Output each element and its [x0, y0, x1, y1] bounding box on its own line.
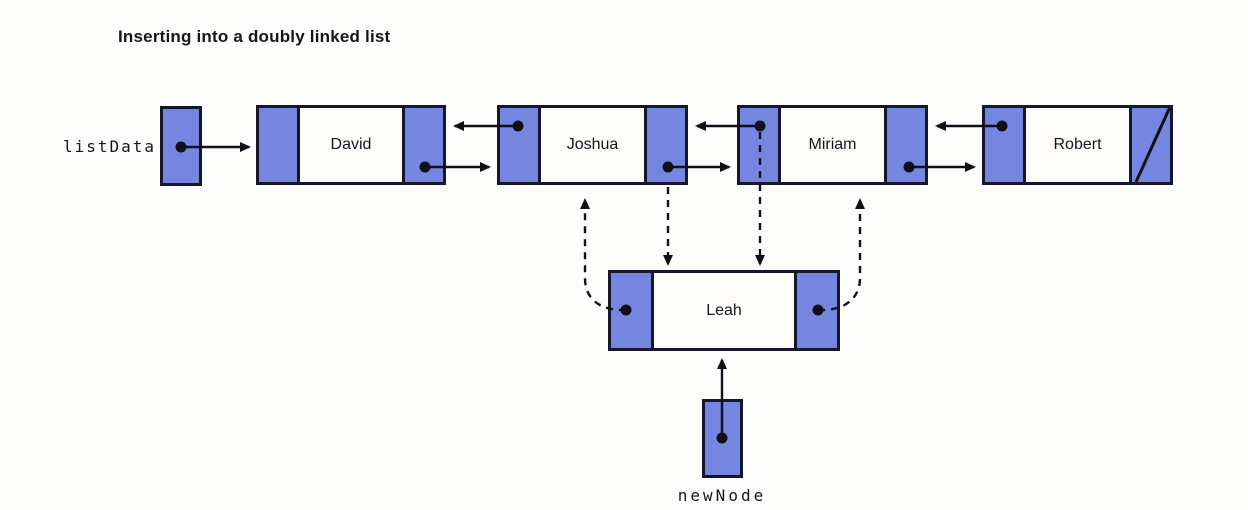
newnode-pointer-box: [702, 399, 743, 478]
joshua-next-pointer-cell: [644, 108, 685, 182]
miriam-node-label: Miriam: [781, 108, 884, 182]
node-robert: Robert: [982, 105, 1173, 185]
miriam-next-pointer-cell: [884, 108, 925, 182]
diagram-title: Inserting into a doubly linked list: [118, 27, 391, 46]
leah-next-pointer-cell: [794, 273, 837, 348]
listdata-label: listData: [62, 137, 156, 156]
joshua-node-label: Joshua: [541, 108, 644, 182]
listdata-pointer-box: [160, 106, 202, 186]
node-miriam: Miriam: [737, 105, 928, 185]
david-next-pointer-cell: [402, 108, 443, 182]
robert-next-pointer-cell: [1129, 108, 1170, 182]
robert-prev-pointer-cell: [985, 108, 1026, 182]
david-node-label: David: [300, 108, 402, 182]
david-prev-pointer-cell: [259, 108, 300, 182]
newnode-label: newNode: [677, 486, 767, 505]
node-david: David: [256, 105, 446, 185]
node-leah: Leah: [608, 270, 840, 351]
robert-node-label: Robert: [1026, 108, 1129, 182]
leah-node-label: Leah: [654, 273, 794, 348]
joshua-prev-pointer-cell: [500, 108, 541, 182]
leah-prev-pointer-cell: [611, 273, 654, 348]
miriam-prev-pointer-cell: [740, 108, 781, 182]
node-joshua: Joshua: [497, 105, 688, 185]
